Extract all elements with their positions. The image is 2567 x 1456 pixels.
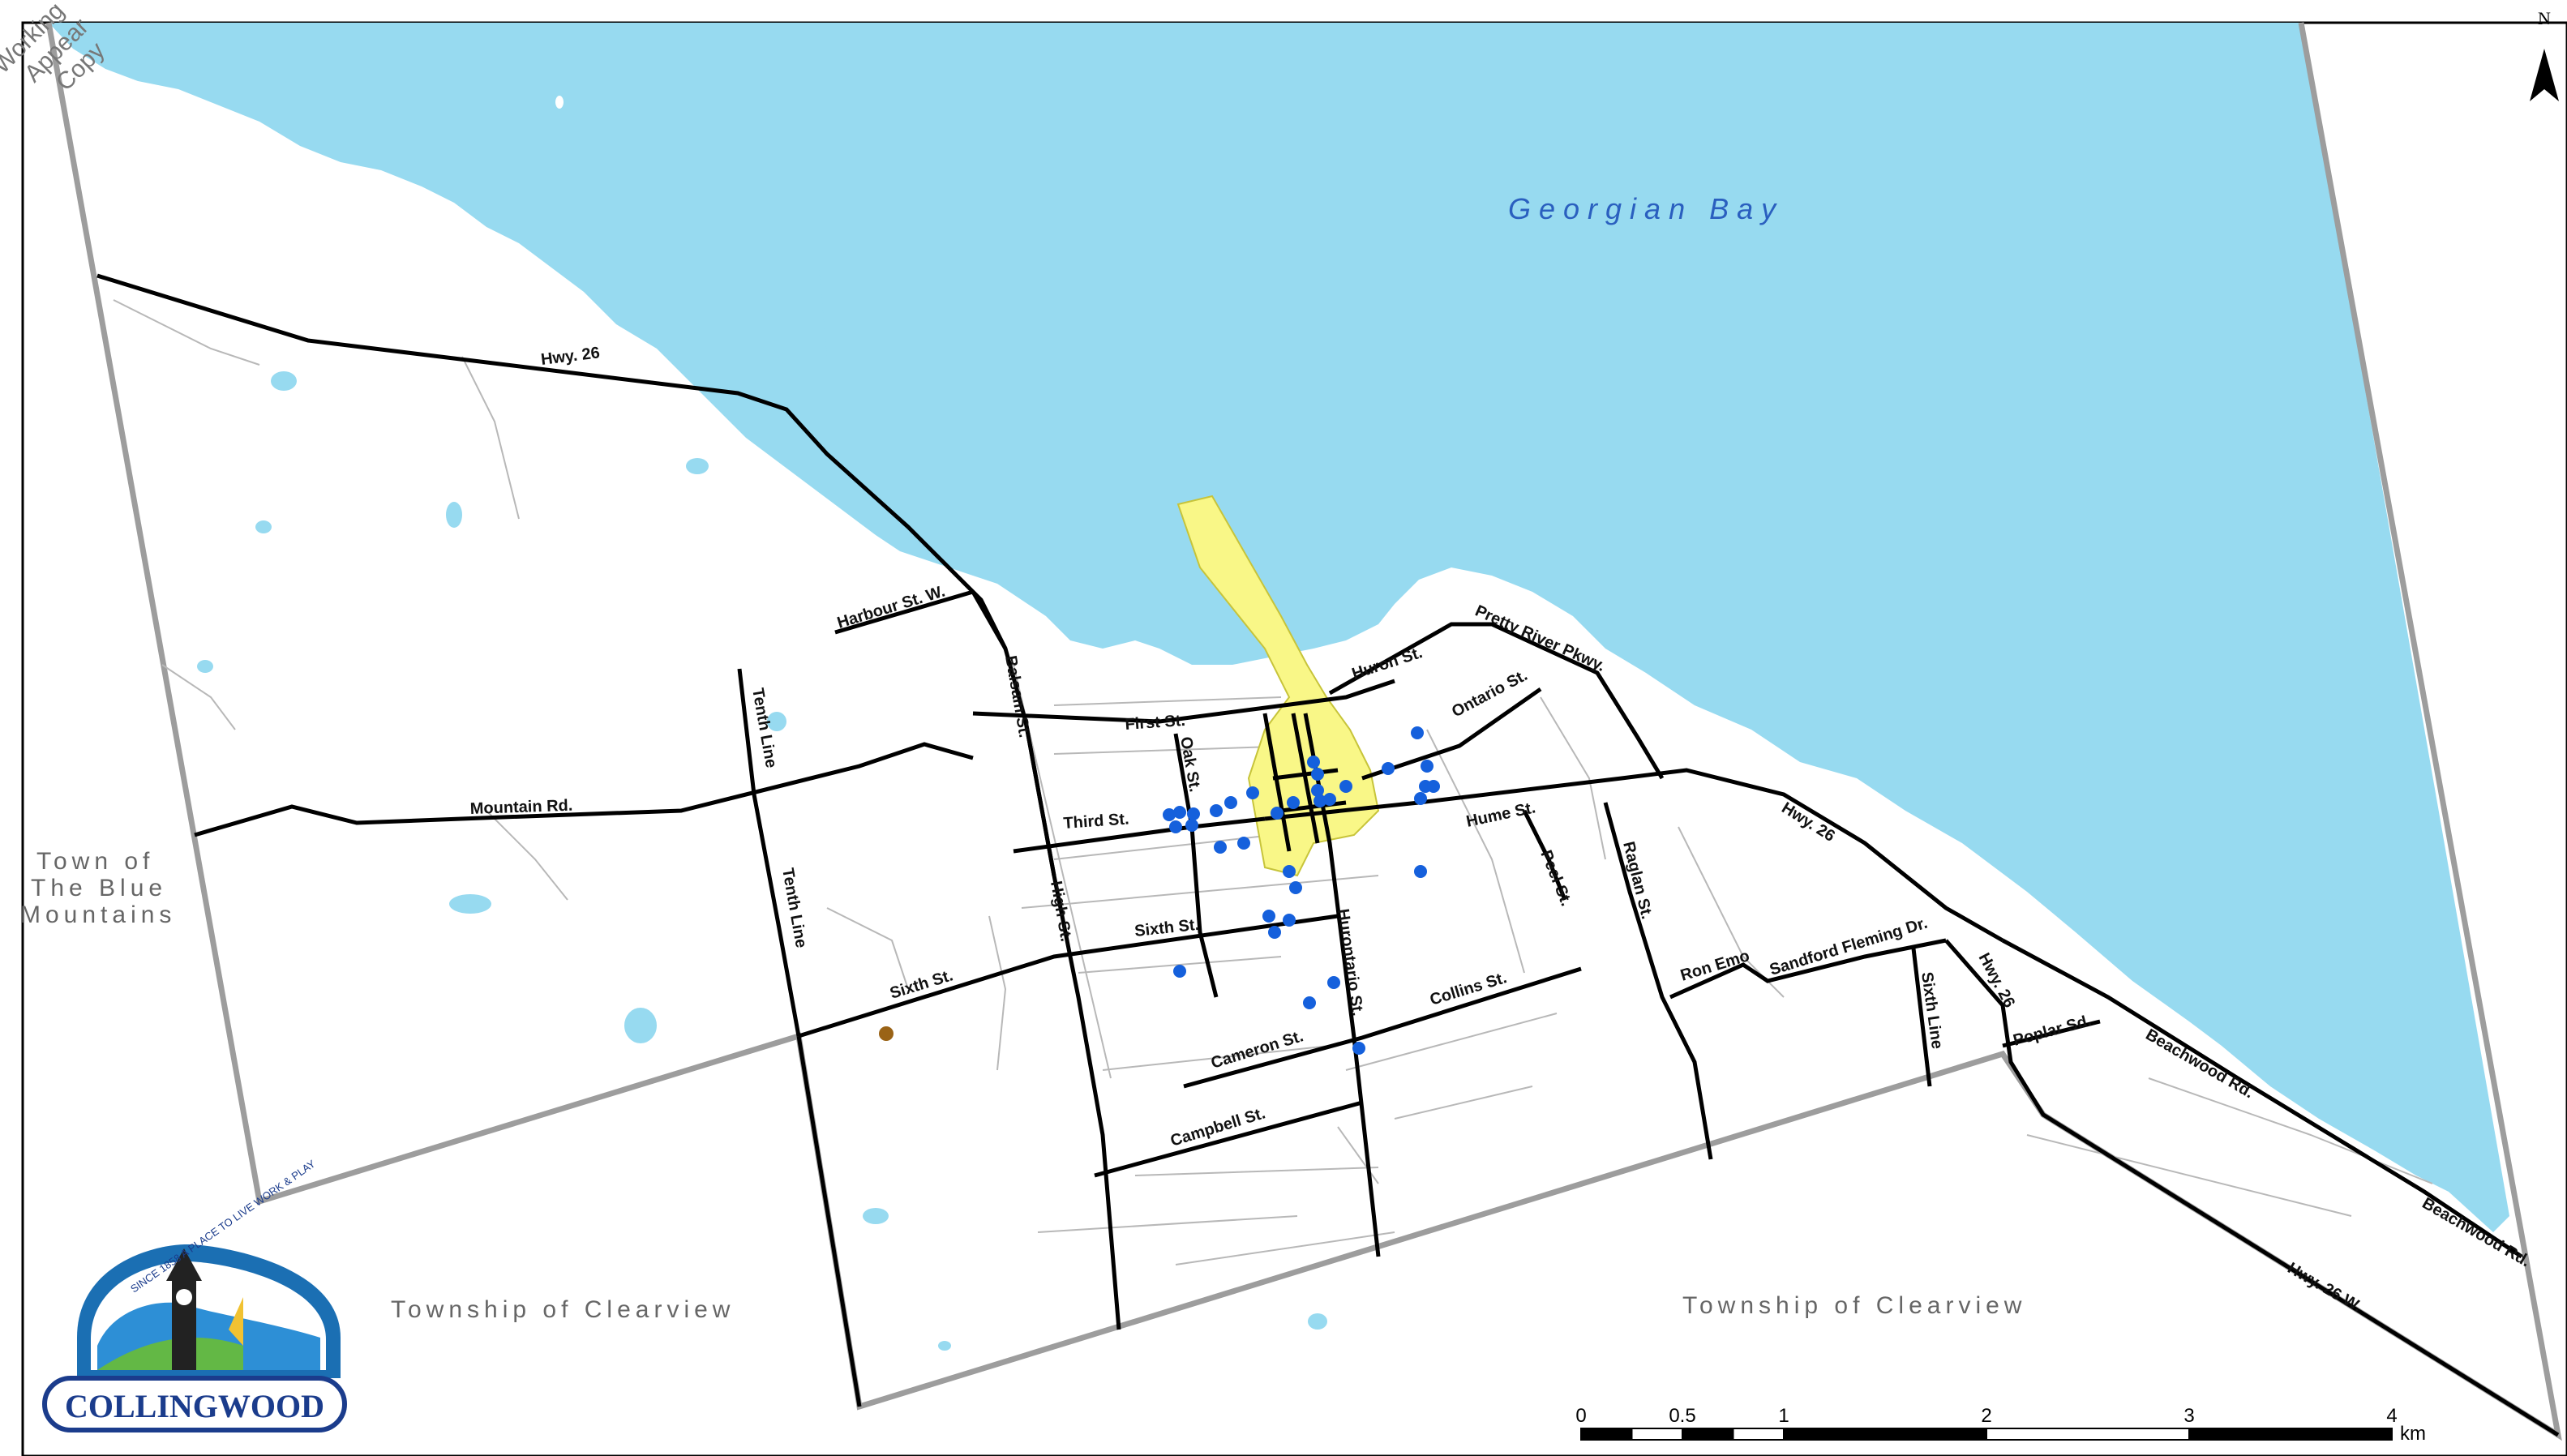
road-mountain <box>194 742 974 837</box>
road-ron-emo <box>1669 938 1947 1000</box>
point-feature[interactable] <box>1303 996 1316 1009</box>
road-tenth-line-south <box>796 1035 862 1407</box>
scale-segment <box>1783 1428 1987 1441</box>
point-feature[interactable] <box>1187 807 1200 820</box>
road-sixth-line <box>1911 948 1932 1087</box>
road-ontario <box>1361 687 1542 781</box>
road-hwy26-west <box>96 273 1121 1330</box>
scale-segment <box>1580 1428 1633 1441</box>
special-point[interactable] <box>879 1026 894 1041</box>
point-feature[interactable] <box>1307 756 1320 769</box>
island <box>555 96 564 109</box>
scale-unit-label: km <box>2400 1423 2426 1445</box>
road-peel <box>1522 809 1567 901</box>
road-tenth-line <box>737 668 801 1037</box>
point-feature[interactable] <box>1352 1042 1365 1055</box>
scale-tick-label: 4 <box>2386 1405 2397 1427</box>
collingwood-logo: SINCE 1858 A PLACE TO LIVE WORK & PLAY C… <box>42 1157 347 1432</box>
north-arrow-icon <box>2530 49 2559 101</box>
point-feature[interactable] <box>1268 926 1281 939</box>
road-campbell <box>1094 1100 1363 1178</box>
point-feature[interactable] <box>1214 841 1227 854</box>
point-feature[interactable] <box>1427 780 1440 793</box>
scale-bar: 0 0.5 1 2 3 4km <box>1575 1405 2426 1445</box>
scale-tick-label: 1 <box>1778 1405 1789 1427</box>
road-high-st <box>1023 721 1056 876</box>
svg-text:Mountains: Mountains <box>20 901 176 928</box>
point-feature[interactable] <box>1185 819 1198 832</box>
downtown-highlight <box>1176 495 1380 877</box>
scale-segment <box>2188 1428 2393 1441</box>
road-hume <box>1264 768 2004 943</box>
point-feature[interactable] <box>1283 865 1296 878</box>
point-feature[interactable] <box>1173 965 1186 978</box>
road-beachwood <box>2001 938 2523 1259</box>
point-feature[interactable] <box>1339 780 1352 793</box>
road-downtown-grid-3 <box>1272 768 1339 781</box>
region-clearview-east: Township of Clearview <box>1682 1292 2026 1319</box>
road-balsam <box>971 590 1008 650</box>
point-feature[interactable] <box>1311 784 1324 797</box>
region-clearview-west: Township of Clearview <box>391 1296 735 1323</box>
point-feature[interactable] <box>1421 760 1433 773</box>
point-feature[interactable] <box>1311 768 1324 781</box>
point-feature[interactable] <box>1246 786 1259 799</box>
major-roads <box>96 273 2560 1437</box>
svg-text:N: N <box>2538 8 2551 28</box>
svg-text:Town of: Town of <box>36 848 154 875</box>
road-poplar <box>2002 1019 2101 1048</box>
scale-segment <box>1631 1428 1683 1441</box>
road-first-st <box>972 679 1395 724</box>
road-sixth-st <box>798 914 1339 1038</box>
svg-text:Mountain Rd.: Mountain Rd. <box>469 797 572 818</box>
point-feature[interactable] <box>1271 807 1284 820</box>
point-feature[interactable] <box>1287 796 1300 809</box>
svg-text:First St.: First St. <box>1125 712 1186 734</box>
point-feature[interactable] <box>1262 910 1275 923</box>
svg-text:The Blue: The Blue <box>31 875 167 901</box>
georgian-bay-label: Georgian Bay <box>1508 192 1784 225</box>
point-feature[interactable] <box>1323 793 1336 806</box>
scale-tick-label: 2 <box>1981 1405 1991 1427</box>
road-hwy26-east <box>1944 939 2560 1437</box>
north-arrow: N <box>2530 8 2559 101</box>
scale-tick-label: 0 <box>1575 1405 1586 1427</box>
road-downtown-grid-4 <box>1280 800 1347 813</box>
point-feature[interactable] <box>1210 804 1223 817</box>
point-feature[interactable] <box>1283 914 1296 927</box>
point-features <box>1163 726 1440 1055</box>
scale-segment <box>1732 1428 1785 1441</box>
road-oak-st <box>1173 733 1219 998</box>
point-feature[interactable] <box>1414 792 1427 805</box>
point-feature[interactable] <box>1237 837 1250 850</box>
road-huron-pretty-river <box>1328 622 1665 780</box>
road-raglan <box>1603 802 1713 1160</box>
road-collins <box>1183 966 1582 1089</box>
road-downtown-grid-2 <box>1291 713 1320 844</box>
point-feature[interactable] <box>1327 976 1340 989</box>
point-feature[interactable] <box>1289 881 1302 894</box>
point-feature[interactable] <box>1382 762 1395 775</box>
road-harbour-west <box>834 589 974 635</box>
logo-name: COLLINGWOOD <box>65 1388 324 1424</box>
region-blue-mountains: Town of The Blue Mountains <box>20 848 176 928</box>
scale-segment <box>1986 1428 2190 1441</box>
point-feature[interactable] <box>1411 726 1424 739</box>
point-feature[interactable] <box>1173 806 1186 819</box>
point-feature[interactable] <box>1414 865 1427 878</box>
ponds <box>197 371 1327 1351</box>
point-feature[interactable] <box>1313 794 1326 807</box>
road-downtown-grid-1 <box>1262 713 1292 852</box>
harbour-pier <box>819 268 859 357</box>
scale-tick-label: 0.5 <box>1669 1405 1695 1427</box>
scale-tick-label: 3 <box>2183 1405 2194 1427</box>
scale-segment <box>1682 1428 1734 1441</box>
point-feature[interactable] <box>1224 796 1237 809</box>
point-feature[interactable] <box>1169 820 1182 833</box>
point-feature[interactable] <box>1163 808 1176 821</box>
